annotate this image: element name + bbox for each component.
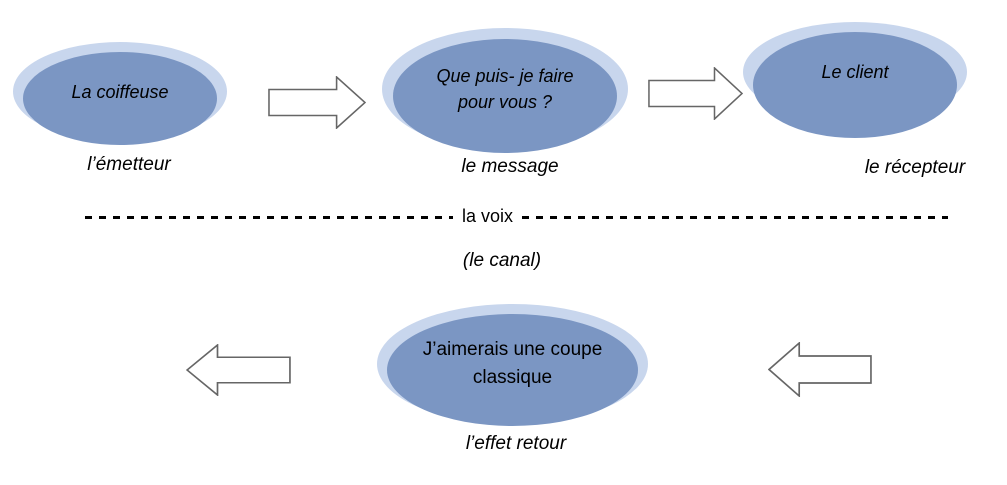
ellipse-message: Que puis- je faire pour vous ? [382, 28, 628, 153]
receiver-text: Le client [821, 62, 889, 82]
label-sender: l’émetteur [87, 154, 171, 175]
left-arrow-icon [186, 344, 291, 396]
feedback-text-line2: classique [472, 367, 553, 388]
message-text-line1: Que puis- je faire [436, 66, 574, 86]
right-arrow-icon [268, 76, 366, 129]
ellipse-receiver-fill: Le client [753, 32, 957, 138]
ellipse-message-fill: Que puis- je faire pour vous ? [393, 39, 617, 153]
left-arrow-icon [768, 342, 872, 397]
feedback-text-line1: J’aimerais une coupe [422, 339, 603, 360]
channel-dash-left [85, 216, 453, 219]
label-message: le message [461, 156, 559, 177]
channel-dashed-line: la voix [85, 206, 948, 228]
ellipse-feedback: J’aimerais une coupe classique [377, 304, 648, 426]
ellipse-sender: La coiffeuse [13, 42, 227, 145]
channel-dash-right [522, 216, 948, 219]
ellipse-feedback-fill: J’aimerais une coupe classique [387, 314, 638, 426]
ellipse-sender-fill: La coiffeuse [23, 52, 217, 145]
label-receiver: le récepteur [864, 157, 966, 178]
ellipse-receiver: Le client [743, 22, 967, 138]
channel-line-text: la voix [462, 206, 514, 226]
message-text-line2: pour vous ? [457, 92, 553, 112]
right-arrow-icon [648, 67, 743, 120]
label-channel: (le canal) [462, 250, 542, 271]
label-feedback: l’effet retour [465, 433, 567, 454]
sender-text: La coiffeuse [71, 81, 169, 102]
